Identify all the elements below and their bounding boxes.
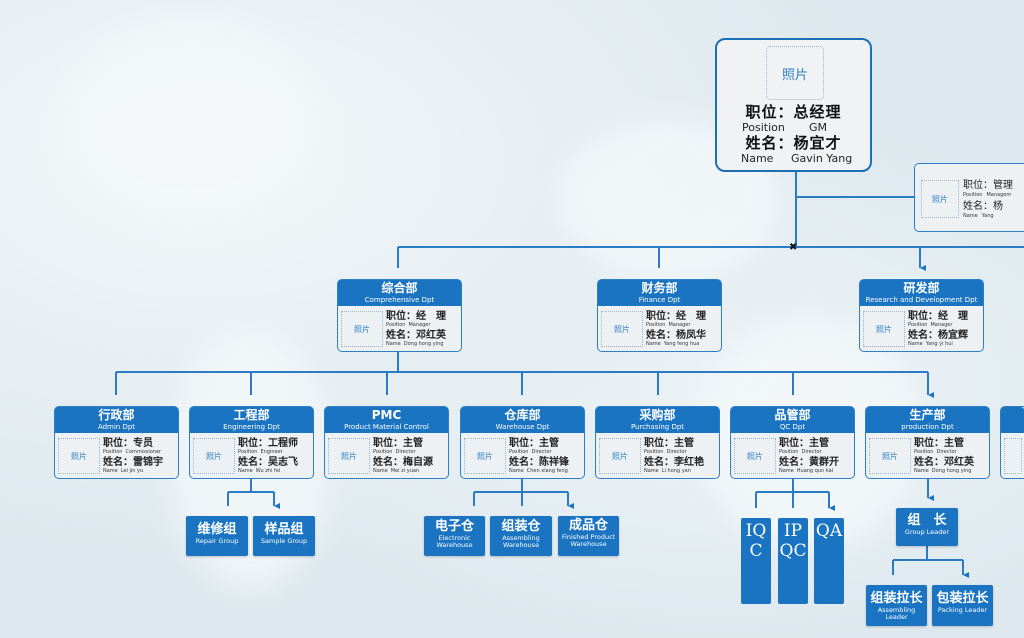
photo-placeholder: 照片 (328, 438, 370, 474)
name-row: 姓名：梅自源 (373, 457, 433, 468)
name-row: 姓名：邓红英 (914, 457, 974, 468)
name-row: 姓名：黄群开 (779, 457, 839, 468)
dept-name: 财务部 (641, 281, 678, 295)
name-row: 姓名：邓红英 (386, 330, 446, 341)
position-row: 职位：主管 (779, 438, 829, 449)
dept-name: 行政部 (98, 408, 135, 422)
photo-placeholder: 照片 (869, 438, 911, 474)
photo-placeholder: 照片 (601, 311, 643, 347)
position-row: 职位：工程师 (238, 438, 298, 449)
dept-name: 仓库部 (504, 408, 541, 422)
photo-placeholder: 照片 (193, 438, 235, 474)
photo-placeholder: 照片 (341, 311, 383, 347)
dept-name-en: Comprehensive Dpt (364, 296, 435, 304)
position-row: 职位：经 理 (646, 311, 706, 322)
dept-name-en: Product Material Control (344, 423, 429, 431)
photo-placeholder: 照片 (464, 438, 506, 474)
dept-name-en: Admin Dpt (97, 423, 136, 431)
name-row: 姓名：陈祥锋 (509, 457, 569, 468)
photo-placeholder: 照片 (599, 438, 641, 474)
dept-name: PMC (371, 408, 402, 422)
photo-placeholder: 照片 (734, 438, 776, 474)
dept-name-en: Finance Dpt (638, 296, 681, 304)
photo-placeholder: 照片 (58, 438, 100, 474)
position-row: 职位：主管 (509, 438, 559, 449)
name-row: 姓名：杨宜辉 (908, 330, 968, 341)
dept-name-en: Warehouse Dpt (495, 423, 550, 431)
qc-unit-ipqc: IPQC (778, 518, 808, 604)
qc-unit-qa: QA (814, 518, 844, 604)
dept-name: 品管部 (774, 408, 811, 422)
qc-unit-iqc: IQC (741, 518, 771, 604)
name-row: 姓名：雷锦宇 (103, 457, 163, 468)
dept-name-en: production Dpt (901, 423, 954, 431)
dept-name: 采购部 (639, 408, 676, 422)
dept-name: 综合部 (381, 281, 418, 295)
position-row: 职位：主管 (373, 438, 423, 449)
position-row: 职位：主管 (644, 438, 694, 449)
gm-name-row: 姓名：杨宜才 (745, 134, 842, 152)
dept-name-en: Purchasing Dpt (630, 423, 685, 431)
photo-placeholder: 照片 (921, 180, 959, 218)
gm-position-row: 职位：总经理 (745, 103, 842, 121)
dept-name-en: QC Dpt (779, 423, 806, 431)
dept-name: 研发部 (903, 281, 940, 295)
dept-name-en: Research and Development Dpt (865, 296, 978, 304)
dept-card-partial (1000, 406, 1024, 479)
photo-placeholder: 照片 (766, 46, 824, 100)
junction-mark: ✖ (789, 242, 797, 253)
map-landmass (60, 20, 320, 220)
name-row: 姓名：吴志飞 (238, 457, 298, 468)
position-row: 职位：经 理 (386, 311, 446, 322)
position-row: 职位：主管 (914, 438, 964, 449)
dept-name: 工程部 (233, 408, 270, 422)
photo-placeholder: 照片 (863, 311, 905, 347)
name-row: 姓名：杨凤华 (646, 330, 706, 341)
photo-placeholder (1004, 438, 1022, 474)
position-row: 职位：专员 (103, 438, 153, 449)
name-row: 姓名：李红艳 (644, 457, 704, 468)
dept-name-en: Engineering Dpt (223, 423, 280, 431)
position-row: 职位：经 理 (908, 311, 968, 322)
dept-name: 生产部 (909, 408, 946, 422)
